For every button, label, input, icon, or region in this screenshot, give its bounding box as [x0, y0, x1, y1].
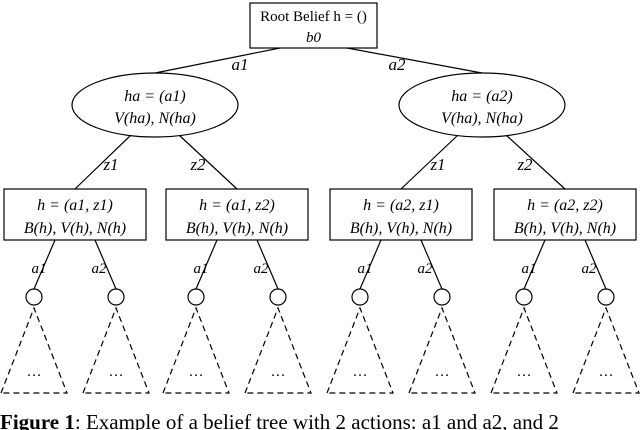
belief-node-2-label: h = (a1, z2) [199, 197, 275, 214]
action-2-edge-2 [505, 134, 566, 190]
action-2-edge-label-2: z2 [516, 155, 533, 174]
belief-node-1-stats: B(h), V(h), N(h) [24, 220, 126, 237]
belief-1-edge-1 [33, 239, 56, 290]
belief-node-3-stats: B(h), V(h), N(h) [350, 220, 452, 237]
belief-3-edge-2 [420, 239, 443, 290]
belief-2-edge-1 [195, 239, 218, 290]
belief-2-child-2 [269, 288, 287, 306]
belief-3-subtree-ellipsis-1: … [353, 364, 368, 380]
belief-4-edge-label-2: a2 [582, 261, 598, 277]
root-belief-node [249, 2, 378, 49]
belief-4-subtree-ellipsis-1: … [517, 364, 532, 380]
action-node-2 [398, 72, 566, 138]
belief-4-child-1 [515, 288, 533, 306]
belief-3-subtree-1 [326, 306, 394, 394]
action-2-edge-1 [400, 134, 459, 190]
caption-text: : Example of a belief tree with 2 action… [74, 410, 559, 430]
belief-4-subtree-1 [490, 306, 558, 394]
belief-1-subtree-ellipsis-2: … [109, 364, 124, 380]
belief-1-subtree-ellipsis-1: … [27, 364, 42, 380]
belief-4-edge-2 [584, 239, 607, 290]
action-1-edge-label-1: z1 [102, 155, 118, 174]
action-node-1 [71, 72, 239, 138]
belief-1-subtree-1 [0, 306, 68, 394]
belief-4-edge-1 [523, 239, 546, 290]
figure-caption: Figure 1: Example of a belief tree with … [0, 410, 640, 430]
belief-2-edge-2 [256, 239, 279, 290]
belief-3-edge-label-1: a1 [358, 261, 373, 277]
root-belief-value: b0 [306, 30, 322, 46]
root-belief-label: Root Belief h = () [260, 9, 367, 25]
belief-1-edge-label-2: a2 [92, 261, 108, 277]
belief-3-subtree-2 [408, 306, 476, 394]
root-edge-label-2: a2 [389, 55, 407, 74]
belief-3-edge-label-2: a2 [418, 261, 434, 277]
belief-node-1-label: h = (a1, z1) [37, 197, 113, 214]
belief-node-3 [329, 188, 473, 241]
belief-2-edge-label-2: a2 [254, 261, 270, 277]
belief-node-3-label: h = (a2, z1) [363, 197, 439, 214]
belief-node-1 [3, 188, 147, 241]
belief-3-child-2 [433, 288, 451, 306]
belief-1-edge-2 [94, 239, 117, 290]
belief-1-subtree-2 [82, 306, 150, 394]
belief-4-subtree-2 [572, 306, 640, 394]
caption-label: Figure 1 [0, 410, 75, 430]
belief-2-edge-label-1: a1 [194, 261, 209, 277]
action-2-edge-label-1: z1 [429, 155, 445, 174]
belief-node-4-stats: B(h), V(h), N(h) [514, 220, 616, 237]
belief-4-edge-label-1: a1 [522, 261, 537, 277]
action-1-edge-1 [74, 134, 132, 190]
action-node-1-label: ha = (a1) [124, 88, 185, 105]
action-node-2-stats: V(ha), N(ha) [441, 110, 523, 127]
root-edge-1 [154, 47, 281, 74]
root-edge-2 [346, 47, 483, 74]
belief-2-child-1 [187, 288, 205, 306]
belief-3-child-1 [351, 288, 369, 306]
belief-3-edge-1 [359, 239, 382, 290]
belief-1-child-1 [25, 288, 43, 306]
action-node-2-label: ha = (a2) [451, 88, 512, 105]
belief-node-2 [165, 188, 309, 241]
action-1-edge-label-2: z2 [189, 155, 206, 174]
belief-2-subtree-2 [244, 306, 312, 394]
belief-4-subtree-ellipsis-2: … [599, 364, 614, 380]
belief-node-4 [493, 188, 637, 241]
belief-2-subtree-ellipsis-2: … [271, 364, 286, 380]
belief-1-edge-label-1: a1 [32, 261, 47, 277]
action-node-1-stats: V(ha), N(ha) [114, 110, 196, 127]
belief-2-subtree-1 [162, 306, 230, 394]
belief-1-child-2 [107, 288, 125, 306]
belief-3-subtree-ellipsis-2: … [435, 364, 450, 380]
root-edge-label-1: a1 [232, 55, 249, 74]
belief-node-4-label: h = (a2, z2) [527, 197, 603, 214]
belief-4-child-2 [597, 288, 615, 306]
action-1-edge-2 [178, 134, 238, 190]
belief-2-subtree-ellipsis-1: … [189, 364, 204, 380]
belief-node-2-stats: B(h), V(h), N(h) [186, 220, 288, 237]
